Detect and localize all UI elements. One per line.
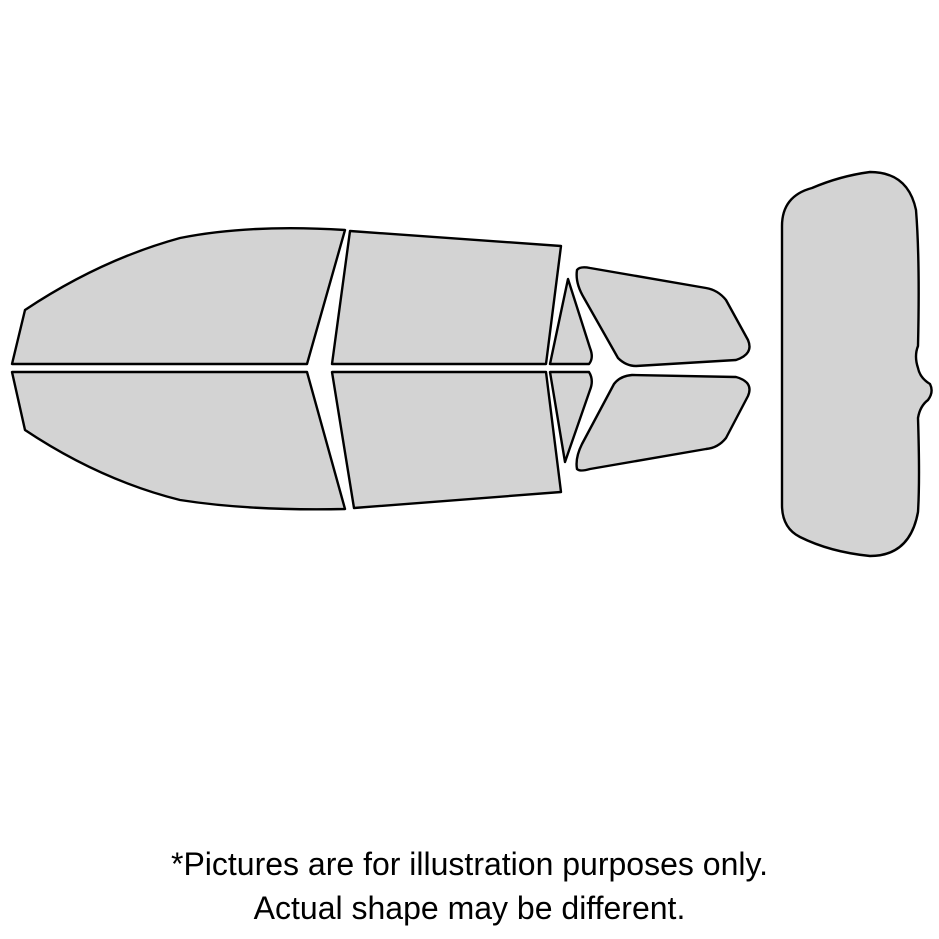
front-upper-window-panel: [10, 227, 347, 366]
disclaimer-line-1: *Pictures are for illustration purposes …: [170, 846, 768, 882]
front-lower-window-panel: [10, 370, 347, 511]
rear-windshield-panel: [780, 170, 933, 558]
rear-door-lower-window-panel: [330, 370, 563, 510]
disclaimer-line-2: Actual shape may be different.: [253, 890, 686, 926]
rear-quarter-lower-window-panel: [575, 373, 751, 472]
quarter-vent-lower-panel: [548, 370, 593, 464]
rear-quarter-upper-window-panel: [575, 266, 751, 368]
rear-door-upper-window-panel: [330, 229, 563, 366]
quarter-vent-upper-panel: [548, 277, 593, 366]
